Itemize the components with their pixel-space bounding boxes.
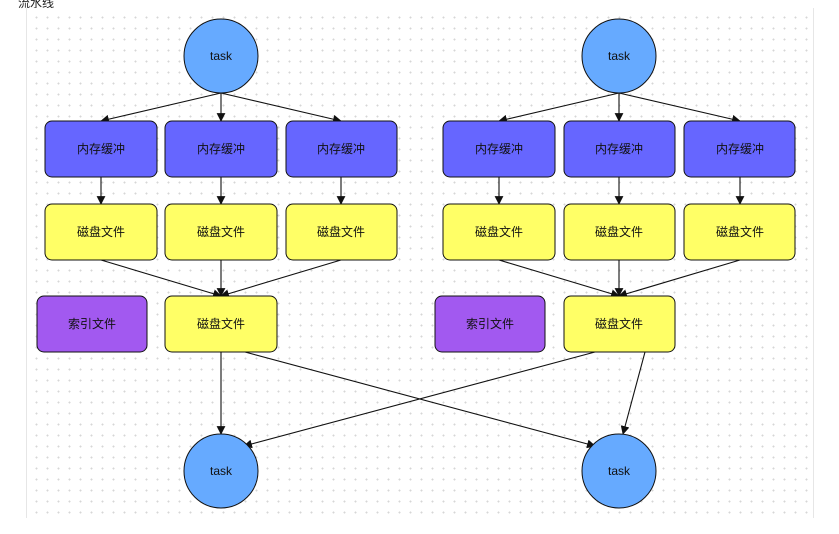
disk-file-node[interactable]: 磁盘文件 — [442, 203, 556, 261]
disk-file-label: 磁盘文件 — [595, 224, 643, 239]
edge-merge2-task3 — [243, 351, 596, 449]
task-label: task — [210, 49, 233, 63]
edge-task1-mem1 — [100, 92, 222, 124]
index-file-node[interactable]: 索引文件 — [36, 295, 148, 353]
task-node-top-left[interactable]: task — [183, 18, 259, 94]
edge-disk3-merge — [220, 259, 342, 298]
memory-buffer-node[interactable]: 内存缓冲 — [164, 120, 278, 178]
disk-file-node[interactable]: 磁盘文件 — [563, 203, 676, 261]
task-node-top-right[interactable]: task — [581, 18, 657, 94]
disk-file-label: 磁盘文件 — [197, 316, 245, 331]
edge-task1-mem3 — [220, 92, 342, 124]
task-node-bottom-left[interactable]: task — [183, 433, 259, 509]
task-node-bottom-right[interactable]: task — [581, 433, 657, 509]
edges — [96, 92, 745, 449]
index-file-label: 索引文件 — [68, 316, 116, 331]
edge-disk4-merge2 — [498, 259, 620, 298]
merged-disk-file-node[interactable]: 磁盘文件 — [164, 295, 278, 353]
diagram-canvas — [26, 8, 814, 518]
memory-buffer-node[interactable]: 内存缓冲 — [442, 120, 556, 178]
disk-file-label: 磁盘文件 — [716, 224, 764, 239]
edge-task2-mem4 — [498, 92, 620, 124]
disk-file-node[interactable]: 磁盘文件 — [285, 203, 398, 261]
disk-file-node[interactable]: 磁盘文件 — [683, 203, 796, 261]
disk-file-label: 磁盘文件 — [595, 316, 643, 331]
merged-disk-file-node[interactable]: 磁盘文件 — [563, 295, 676, 353]
edge-disk1-merge — [100, 259, 222, 298]
memory-buffer-label: 内存缓冲 — [716, 141, 764, 156]
index-file-node[interactable]: 索引文件 — [434, 295, 546, 353]
memory-buffer-node[interactable]: 内存缓冲 — [563, 120, 676, 178]
edge-disk6-merge2 — [618, 259, 741, 298]
memory-buffer-label: 内存缓冲 — [475, 141, 523, 156]
memory-buffer-label: 内存缓冲 — [197, 141, 245, 156]
memory-buffer-node[interactable]: 内存缓冲 — [683, 120, 796, 178]
memory-buffer-node[interactable]: 内存缓冲 — [285, 120, 398, 178]
task-label: task — [210, 464, 233, 478]
memory-buffer-label: 内存缓冲 — [595, 141, 643, 156]
task-label: task — [608, 464, 631, 478]
task-label: task — [608, 49, 631, 63]
edge-task2-mem6 — [618, 92, 741, 124]
disk-file-node[interactable]: 磁盘文件 — [44, 203, 158, 261]
index-file-label: 索引文件 — [466, 316, 514, 331]
disk-file-label: 磁盘文件 — [317, 224, 365, 239]
memory-buffer-node[interactable]: 内存缓冲 — [44, 120, 158, 178]
edge-merge2-task4 — [620, 351, 646, 435]
disk-file-node[interactable]: 磁盘文件 — [164, 203, 278, 261]
page-header-text: 流水线 — [18, 0, 55, 10]
disk-file-label: 磁盘文件 — [475, 224, 523, 239]
disk-file-label: 磁盘文件 — [77, 224, 125, 239]
memory-buffer-label: 内存缓冲 — [77, 141, 125, 156]
memory-buffer-label: 内存缓冲 — [317, 141, 365, 156]
disk-file-label: 磁盘文件 — [197, 224, 245, 239]
